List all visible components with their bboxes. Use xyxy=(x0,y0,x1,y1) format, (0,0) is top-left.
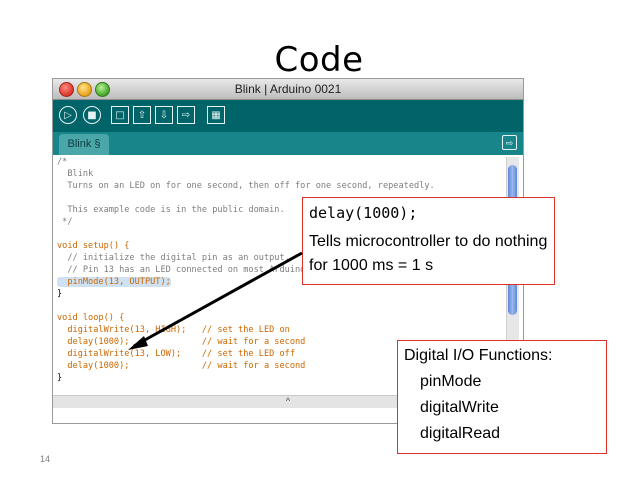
open-icon[interactable]: ⇧ xyxy=(133,106,151,124)
code-line: digitalWrite(13, LOW); // set the LED of… xyxy=(57,349,295,359)
code-line: void setup() { xyxy=(57,241,130,251)
zoom-window-button[interactable] xyxy=(95,82,110,97)
code-line: } xyxy=(57,289,63,299)
io-functions-callout: Digital I/O Functions: pinMode digitalWr… xyxy=(397,340,607,454)
code-line: // Pin 13 has an LED connected on most A… xyxy=(57,265,306,275)
code-line: digitalWrite(13, HIGH); // set the LED o… xyxy=(57,325,290,335)
verify-icon[interactable]: ▷ xyxy=(59,106,77,124)
slide-number: 14 xyxy=(40,454,51,464)
tab-blink[interactable]: Blink § xyxy=(59,134,109,155)
save-icon[interactable]: ⇩ xyxy=(155,106,173,124)
code-line: void loop() { xyxy=(57,313,125,323)
delay-callout-code: delay(1000); xyxy=(309,204,418,222)
window-titlebar: Blink | Arduino 0021 xyxy=(53,79,523,100)
code-line: This example code is in the public domai… xyxy=(57,205,285,215)
new-icon[interactable]: □ xyxy=(111,106,129,124)
toolbar: ▷ ■ □ ⇧ ⇩ ⇨ ▦ xyxy=(53,100,523,132)
serial-monitor-icon[interactable]: ▦ xyxy=(207,106,225,124)
slide-title: Code xyxy=(274,40,364,80)
code-line: delay(1000); // wait for a second xyxy=(57,337,306,347)
code-line: // initialize the digital pin as an outp… xyxy=(57,253,290,263)
tab-bar: Blink § ⇨ xyxy=(53,132,523,155)
code-line: delay(1000); // wait for a second xyxy=(57,361,306,371)
code-line-highlighted: pinMode(13, OUTPUT); xyxy=(57,277,171,287)
window-title: Blink | Arduino 0021 xyxy=(234,82,342,96)
upload-icon[interactable]: ⇨ xyxy=(177,106,195,124)
io-callout-title: Digital I/O Functions: xyxy=(404,347,553,364)
code-line: */ xyxy=(57,217,73,227)
tab-menu-icon[interactable]: ⇨ xyxy=(502,135,517,150)
io-item-digitalwrite: digitalWrite xyxy=(420,399,499,416)
code-line: Turns on an LED on for one second, then … xyxy=(57,181,435,191)
stop-icon[interactable]: ■ xyxy=(83,106,101,124)
io-item-pinmode: pinMode xyxy=(420,373,482,390)
io-item-digitalread: digitalRead xyxy=(420,425,501,442)
close-window-button[interactable] xyxy=(59,82,74,97)
minimize-window-button[interactable] xyxy=(77,82,92,97)
code-line: } xyxy=(57,373,63,383)
delay-callout-text: Tells microcontroller to do nothing for … xyxy=(309,233,548,274)
caret-up-icon[interactable]: ^ xyxy=(285,396,291,406)
code-line: Blink xyxy=(57,169,94,179)
code-line: /* xyxy=(57,157,68,167)
delay-callout: delay(1000); Tells microcontroller to do… xyxy=(302,197,555,285)
